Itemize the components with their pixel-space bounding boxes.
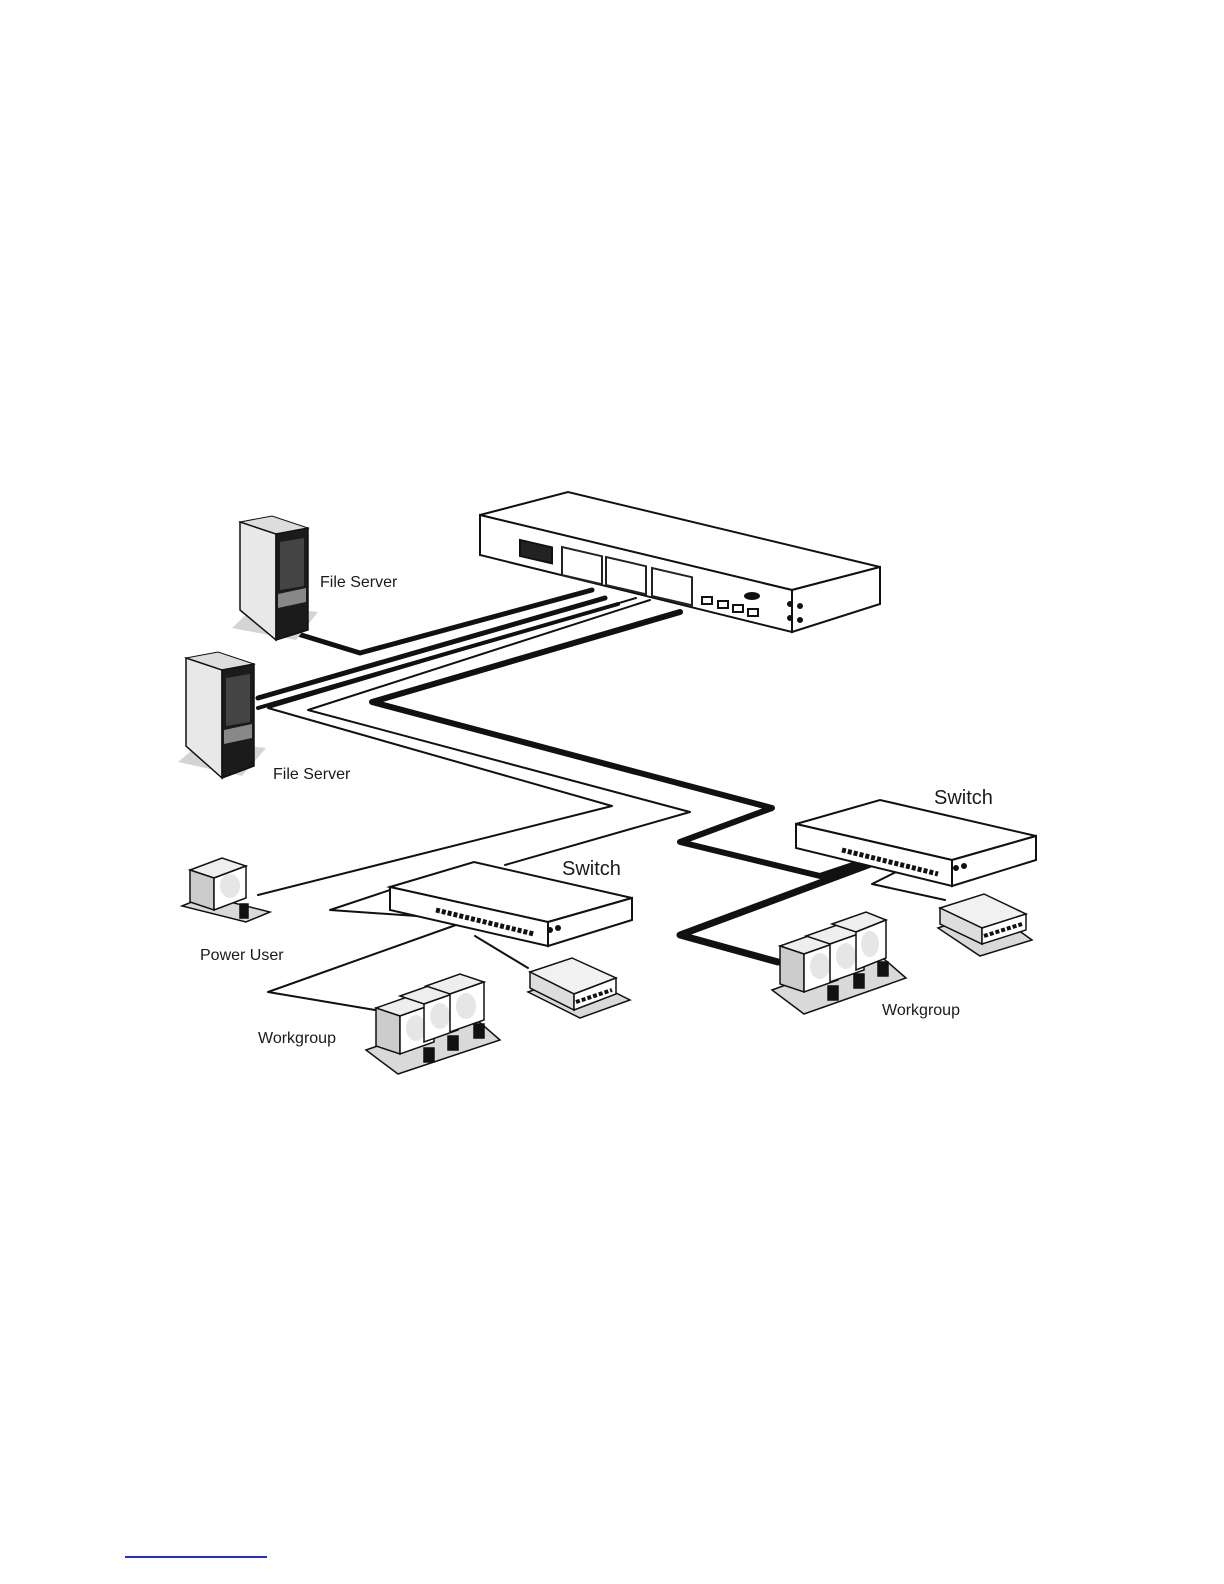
file-server-1-icon [232, 516, 318, 640]
label-workgroup-right: Workgroup [882, 1002, 960, 1019]
cable-center-switch-printer [475, 936, 528, 968]
label-switch-center: Switch [562, 858, 621, 880]
label-switch-right: Switch [934, 787, 993, 809]
workgroup-left-icon [366, 974, 500, 1074]
label-file-server-2: File Server [273, 766, 351, 783]
label-power-user: Power User [200, 947, 284, 964]
label-file-server-1: File Server [320, 574, 398, 591]
printer-right-icon [938, 894, 1032, 956]
cable-backbone-right-switch [372, 612, 862, 876]
label-workgroup-left: Workgroup [258, 1030, 336, 1047]
printer-center-icon [528, 958, 630, 1018]
workgroup-right-icon [772, 912, 906, 1014]
footnote-rule [125, 1556, 267, 1558]
power-user-computer-icon [182, 858, 270, 922]
file-server-2-icon [178, 652, 266, 778]
